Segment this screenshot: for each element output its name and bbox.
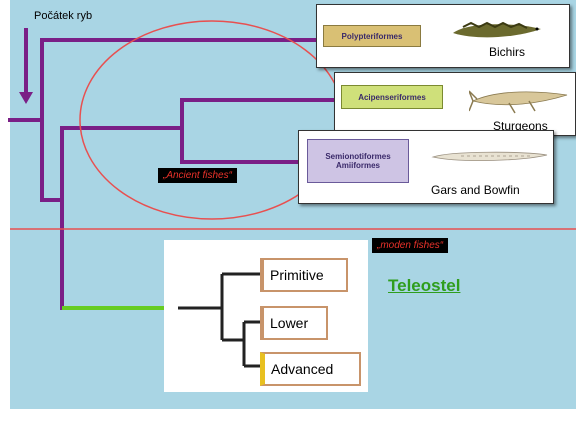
teleost-panel: Primitive Lower Advanced (164, 240, 368, 392)
sturgeon-image (469, 90, 568, 114)
acipenseriformes-box: Acipenseriformes Sturgeons (334, 72, 576, 136)
teleost-level-primitive: Primitive (260, 258, 348, 292)
bichirs-label: Bichirs (489, 45, 526, 59)
teleost-level-advanced: Advanced (260, 352, 361, 386)
ancient-fishes-tag: „Ancient fishes“ (158, 168, 237, 183)
acipenseriformes-taxon: Acipenseriformes (341, 85, 443, 109)
polypteriformes-box: Polypteriformes Bichirs (316, 4, 570, 68)
modern-fishes-tag: „moden fishes“ (372, 238, 449, 253)
origin-label: Počátek ryb (34, 10, 93, 22)
origin-arrow-head (19, 92, 33, 104)
gar-image (431, 151, 548, 161)
semionotiformes-box: Semionotiformes Amiiformes Gars and Bowf… (298, 130, 554, 204)
bichir-image (453, 21, 541, 38)
semionotiformes-taxon: Semionotiformes Amiiformes (307, 139, 409, 183)
gars-bowfin-label: Gars and Bowfin (431, 183, 520, 197)
teleost-subtree (178, 272, 260, 368)
teleostei-label: Teleostel (388, 276, 461, 295)
teleost-level-lower: Lower (260, 306, 328, 340)
sturgeons-label: Sturgeons (493, 119, 548, 133)
polypteriformes-taxon: Polypteriformes (323, 25, 421, 47)
